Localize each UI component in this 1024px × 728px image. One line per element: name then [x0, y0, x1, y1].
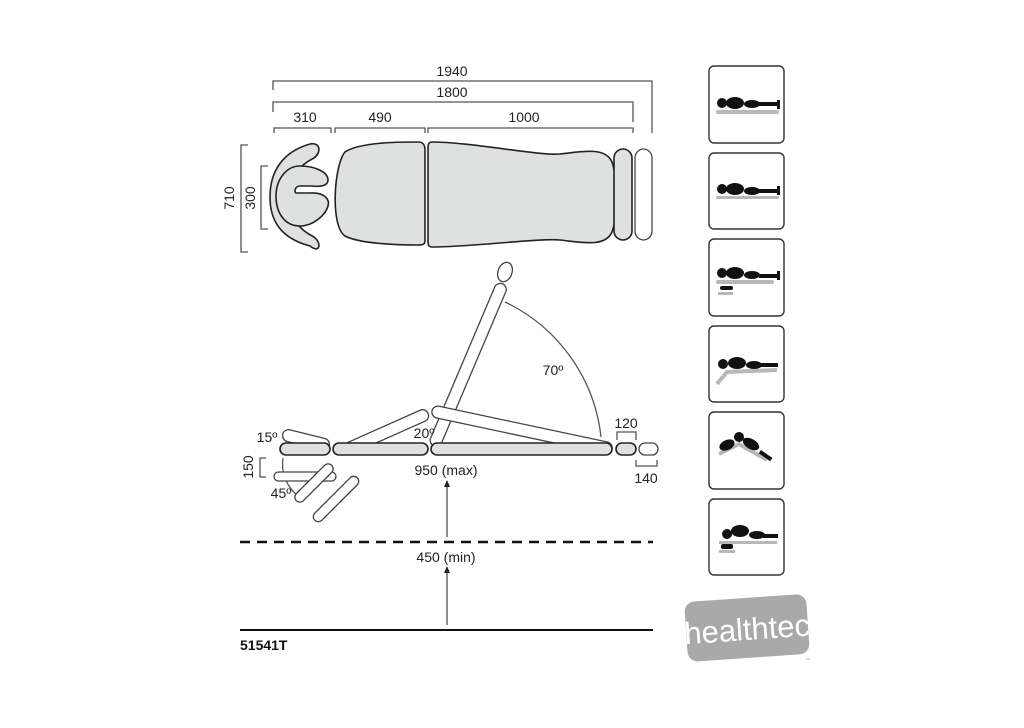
top-dimensions: 1940 1800 310 490 1000 710 300 — [221, 63, 653, 253]
position-flat-2-icon — [708, 152, 785, 230]
foot-extension — [634, 148, 653, 241]
angle-45: 45º — [271, 485, 292, 501]
arc-70 — [504, 301, 602, 438]
foot-raised — [496, 261, 514, 283]
headrest-outer — [269, 142, 320, 250]
dim-1000: 1000 — [508, 109, 539, 125]
logo-tm: ™ — [805, 658, 810, 664]
back-pad — [427, 141, 618, 248]
foot-pad — [613, 148, 633, 241]
arrow-up-icon — [444, 566, 450, 573]
foot-ext-flat — [638, 442, 659, 456]
seat-pad — [334, 141, 426, 246]
head-flat — [279, 442, 331, 456]
table-top-view — [269, 141, 653, 250]
position-head-lowered-icon — [708, 238, 785, 317]
headrest-inner — [275, 165, 330, 227]
dim-120: 120 — [614, 415, 638, 431]
dim-140: 140 — [634, 470, 658, 486]
position-flex-icon — [708, 411, 785, 490]
arrow-up-icon — [444, 480, 450, 487]
max-height: 950 (max) — [414, 462, 477, 478]
healthtec-logo: healthtec ™ — [683, 594, 811, 664]
dim-490: 490 — [368, 109, 392, 125]
position-flat-icon — [708, 65, 785, 144]
dim-1800: 1800 — [436, 84, 467, 100]
dim-1940: 1940 — [436, 63, 467, 79]
head-45 — [294, 463, 334, 503]
dim-150: 150 — [240, 455, 256, 479]
angle-20: 20º — [414, 425, 435, 441]
min-height: 450 (min) — [416, 549, 475, 565]
foot-flat — [615, 442, 637, 456]
head-45-low — [312, 475, 360, 523]
position-head-lowered-flex-icon — [708, 498, 785, 576]
position-leg-tilt-icon — [708, 325, 785, 403]
angle-70: 70º — [543, 362, 564, 378]
back-flat — [430, 442, 613, 456]
dim-710: 710 — [221, 186, 237, 210]
position-icons — [708, 65, 785, 576]
table-side-view: 150 120 140 15º 45º 20º 70º 950 (max) 45… — [240, 261, 659, 631]
model-code: 51541T — [240, 637, 288, 653]
dim-310: 310 — [293, 109, 317, 125]
seat-flat — [332, 442, 429, 456]
angle-15: 15º — [257, 429, 278, 445]
dim-300: 300 — [242, 186, 258, 210]
